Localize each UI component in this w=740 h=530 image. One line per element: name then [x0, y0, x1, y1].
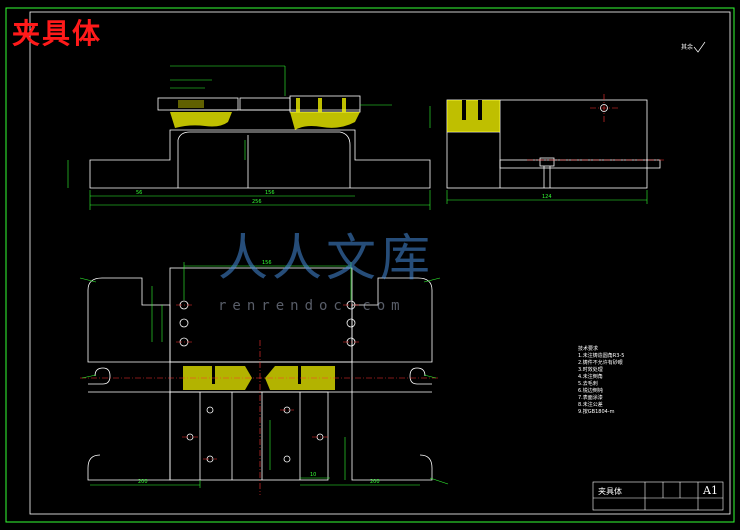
tech-note-line: 技术要求 [578, 346, 599, 352]
tech-note-line: 6.锐边倒钝 [578, 388, 603, 394]
roughness-note: 其余 [681, 44, 694, 51]
inner-frame [29, 11, 731, 515]
tech-note-line: 7.表面涂漆 [578, 395, 603, 401]
side-dimensions [429, 106, 648, 204]
tech-note-line: 2.铸件不允许有砂眼 [578, 360, 623, 366]
side-hatch [447, 100, 500, 132]
title-block-part-name: 夹具体 [598, 487, 622, 496]
plan-centers [80, 304, 440, 495]
title-block-sheet-size: A1 [703, 484, 718, 497]
tech-note-line: 8.未注公差 [578, 402, 603, 408]
plan-view [87, 267, 433, 481]
side-hatch-slots [462, 100, 482, 120]
front-hatch [170, 98, 360, 130]
outer-frame [5, 7, 735, 523]
title-block [592, 481, 724, 511]
plan-hatch-slots [212, 366, 301, 384]
front-dimensions [67, 65, 431, 210]
drawing-title: 夹具体 [12, 17, 103, 50]
tech-note-line: 1.未注铸造圆角R3-5 [578, 353, 625, 359]
roughness-icon [693, 41, 706, 53]
tech-note-line: 5.去毛刺 [578, 381, 598, 387]
plan-dimensions [79, 262, 449, 488]
side-centers [527, 94, 664, 161]
tech-note-line: 4.未注倒角 [578, 374, 603, 380]
tech-note-line: 3.时效处理 [578, 367, 603, 373]
front-view [89, 95, 431, 189]
tech-note-line: 9.按GB1804-m [578, 409, 615, 415]
